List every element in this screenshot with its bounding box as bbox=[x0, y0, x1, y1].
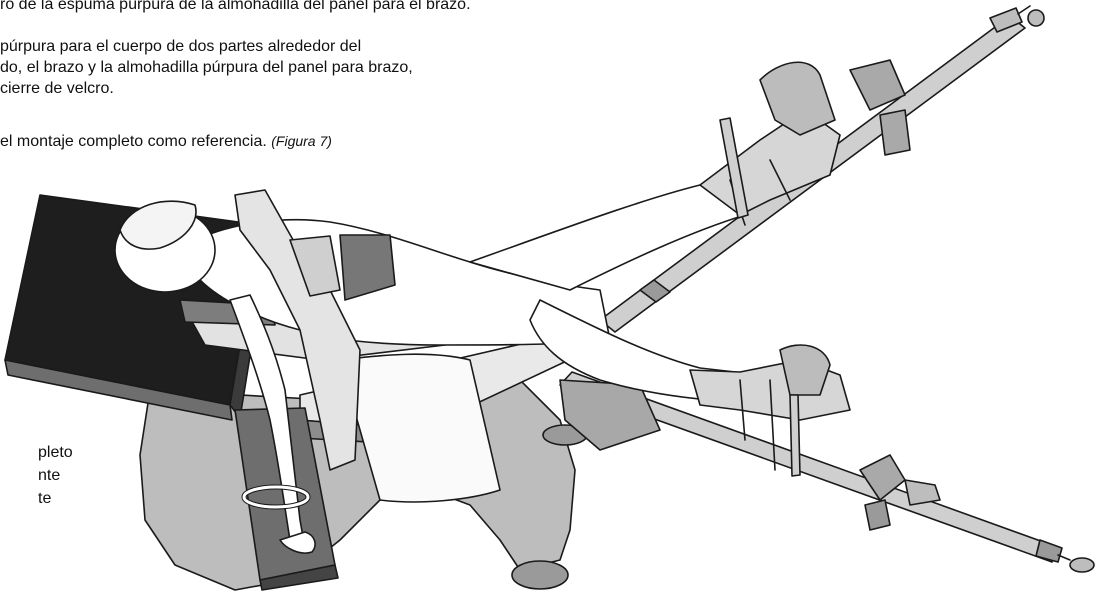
lower-boot bbox=[689, 344, 941, 531]
caption-line-1: pleto bbox=[38, 444, 73, 461]
figure-reference: (Figura 7) bbox=[271, 133, 332, 149]
instruction-text: el montaje completo como referencia. bbox=[0, 133, 267, 150]
hanging-straps bbox=[719, 117, 801, 477]
instruction-line-3: do, el brazo y la almohadilla púrpura de… bbox=[0, 59, 413, 76]
instruction-line-2: púrpura para el cuerpo de dos partes alr… bbox=[0, 38, 362, 55]
instruction-line-4: cierre de velcro. bbox=[0, 80, 114, 97]
caption-line-2: nte bbox=[38, 467, 61, 484]
instruction-line-5: el montaje completo como referencia. (Fi… bbox=[0, 131, 332, 152]
caption-line-3: te bbox=[38, 490, 52, 507]
body-strap bbox=[234, 189, 396, 471]
instruction-line-1: ro de la espuma púrpura de la almohadill… bbox=[0, 0, 471, 13]
